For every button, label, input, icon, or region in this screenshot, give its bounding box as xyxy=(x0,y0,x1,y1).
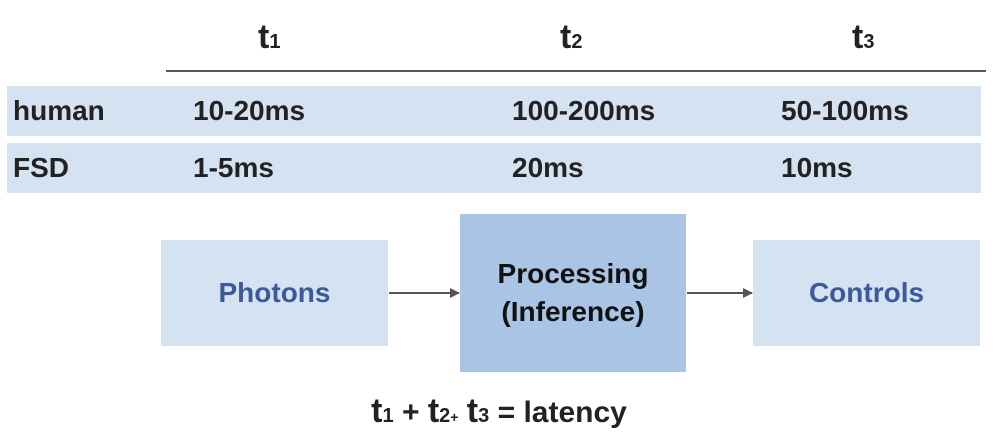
t2-subscript: 2 xyxy=(571,31,583,53)
formula-sub3: 3 xyxy=(478,405,490,427)
column-header-t2: t2 xyxy=(560,18,582,57)
t3-subscript: 3 xyxy=(863,31,875,53)
photons-label: Photons xyxy=(218,277,331,308)
table-row-fsd: FSD 1-5ms 20ms 10ms xyxy=(7,143,981,193)
t3-var: t xyxy=(852,18,864,56)
cell-t1: 10-20ms xyxy=(193,95,306,126)
formula-result: latency xyxy=(523,396,627,429)
processing-label: Processing xyxy=(497,258,649,289)
inference-label: (Inference) xyxy=(501,296,645,327)
table-row-human: human 10-20ms 100-200ms 50-100ms xyxy=(7,86,981,136)
cell-t1: 1-5ms xyxy=(193,152,274,183)
cell-t2: 100-200ms xyxy=(512,95,656,126)
formula-plus-2: + xyxy=(450,409,459,425)
formula-plus-1: + xyxy=(401,396,420,429)
formula-t3: t xyxy=(466,392,479,430)
row-label: human xyxy=(13,95,105,126)
controls-box: Controls xyxy=(753,240,980,346)
column-header-t3: t3 xyxy=(852,18,874,57)
formula-sub1: 1 xyxy=(382,405,394,427)
photons-box: Photons xyxy=(161,240,388,346)
formula-t1: t xyxy=(371,392,383,430)
latency-formula: t1 + t2+ t3 = latency xyxy=(0,392,998,431)
formula-t2: t xyxy=(427,392,440,430)
t1-subscript: 1 xyxy=(269,31,281,53)
controls-label: Controls xyxy=(808,277,925,308)
cell-t3: 10ms xyxy=(781,152,853,183)
cell-t3: 50-100ms xyxy=(781,95,909,126)
formula-equals: = xyxy=(497,396,516,429)
row-label: FSD xyxy=(13,152,69,183)
t2-var: t xyxy=(560,18,572,56)
t1-var: t xyxy=(258,18,270,56)
column-header-t1: t1 xyxy=(258,18,280,57)
header-divider xyxy=(166,70,986,72)
cell-t2: 20ms xyxy=(512,152,584,183)
formula-sub2: 2 xyxy=(439,405,451,427)
processing-box: Processing (Inference) xyxy=(460,214,686,372)
